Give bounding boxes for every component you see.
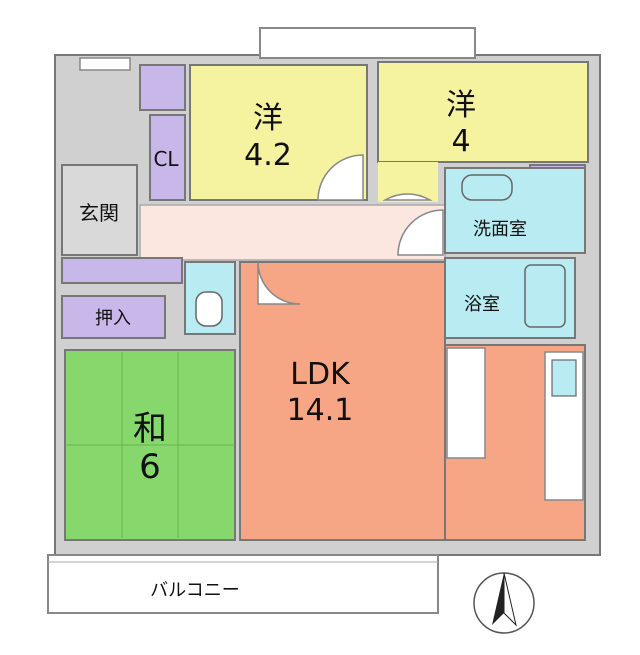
balcony: [47, 554, 439, 614]
room-entrance: [61, 164, 138, 256]
label-washitsu-size: 6: [139, 447, 161, 487]
room-oshiire: [61, 295, 166, 339]
window-bump-top: [259, 27, 476, 59]
washroom-sink: [461, 174, 513, 201]
toilet-bowl: [195, 291, 223, 327]
label-oshiire: 押入: [95, 308, 131, 329]
hallway-storage: [61, 257, 183, 284]
room-ldk: [239, 261, 446, 541]
bathtub: [524, 264, 566, 328]
kitchen-counter: [446, 347, 486, 459]
room-closet: [149, 114, 186, 201]
north-arrow-icon: [473, 572, 535, 634]
label-bathroom: 浴室: [464, 294, 500, 315]
kitchen-sink: [551, 359, 577, 397]
label-western-1-name: 洋: [253, 101, 283, 136]
hallway: [139, 204, 446, 261]
label-ldk-size: 14.1: [287, 393, 354, 428]
label-entrance: 玄関: [79, 201, 119, 225]
label-washitsu-name: 和: [133, 409, 167, 449]
door-swing: [397, 209, 444, 256]
door-swing: [257, 261, 301, 305]
label-closet: CL: [153, 147, 179, 171]
label-western-1-size: 4.2: [244, 138, 292, 173]
label-ldk-name: LDK: [290, 357, 351, 392]
window-bump-left: [79, 57, 131, 71]
label-washroom: 洗面室: [473, 219, 527, 240]
door-swing: [317, 154, 364, 201]
room-western-2: [377, 61, 589, 163]
label-balcony: バルコニー: [150, 580, 240, 601]
label-western-2-size: 4: [451, 124, 470, 159]
door-swing: [382, 193, 433, 201]
label-western-2-name: 洋: [446, 88, 476, 123]
storage-top: [139, 64, 186, 111]
